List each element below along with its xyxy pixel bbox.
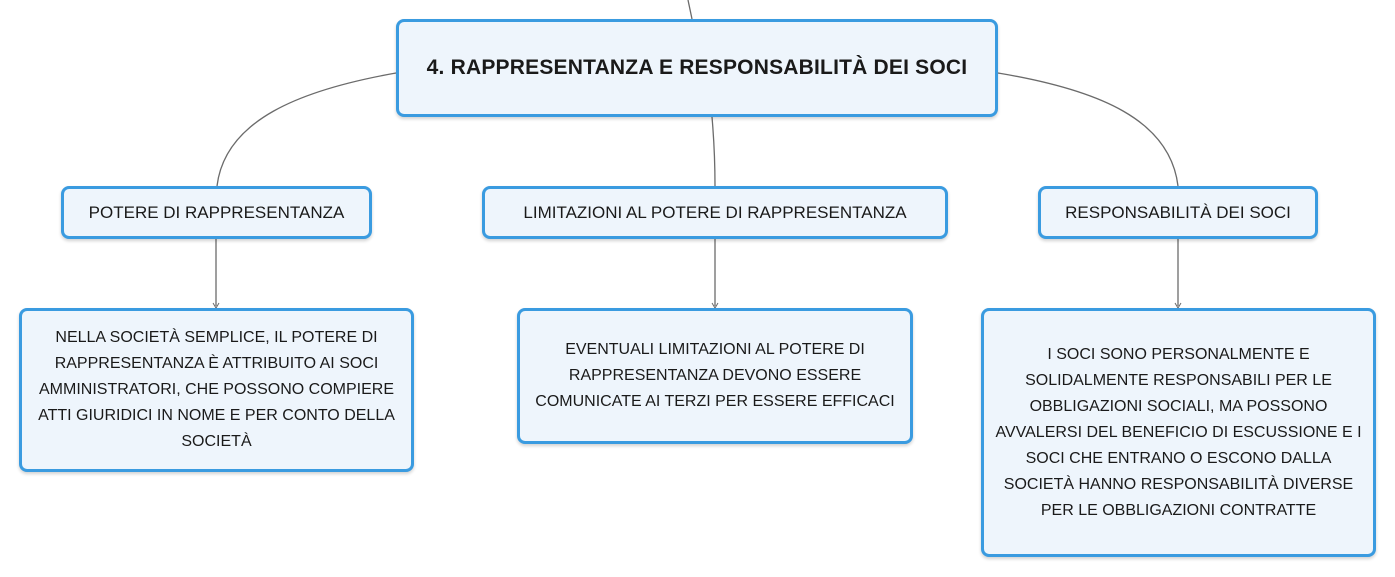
- topic-responsabilita-dei-soci[interactable]: RESPONSABILITÀ DEI SOCI: [1038, 186, 1318, 239]
- connector-root-to-potere: [216, 72, 397, 187]
- topic-potere-di-rappresentanza[interactable]: POTERE DI RAPPRESENTANZA: [61, 186, 372, 239]
- root-title: 4. RAPPRESENTANZA E RESPONSABILITÀ DEI S…: [426, 56, 968, 79]
- connector-from-parent: [687, 0, 693, 20]
- topic-label: POTERE DI RAPPRESENTANZA: [88, 202, 345, 222]
- root-node[interactable]: 4. RAPPRESENTANZA E RESPONSABILITÀ DEI S…: [396, 19, 998, 117]
- topic-label: LIMITAZIONI AL POTERE DI RAPPRESENTANZA: [523, 202, 907, 222]
- detail-text: I SOCI SONO PERSONALMENTE E SOLIDALMENTE…: [995, 345, 1362, 519]
- connector-root-to-responsabilita: [997, 72, 1179, 187]
- detail-potere-di-rappresentanza[interactable]: NELLA SOCIETÀ SEMPLICE, IL POTERE DI RAP…: [19, 308, 414, 472]
- topic-limitazioni-al-potere[interactable]: LIMITAZIONI AL POTERE DI RAPPRESENTANZA: [482, 186, 948, 239]
- detail-text: NELLA SOCIETÀ SEMPLICE, IL POTERE DI RAP…: [38, 329, 395, 450]
- detail-responsabilita-dei-soci[interactable]: I SOCI SONO PERSONALMENTE E SOLIDALMENTE…: [981, 308, 1376, 557]
- connector-root-to-limitazioni: [711, 116, 716, 187]
- detail-text: EVENTUALI LIMITAZIONI AL POTERE DI RAPPR…: [535, 341, 895, 410]
- detail-limitazioni-al-potere[interactable]: EVENTUALI LIMITAZIONI AL POTERE DI RAPPR…: [517, 308, 913, 444]
- topic-label: RESPONSABILITÀ DEI SOCI: [1065, 202, 1291, 222]
